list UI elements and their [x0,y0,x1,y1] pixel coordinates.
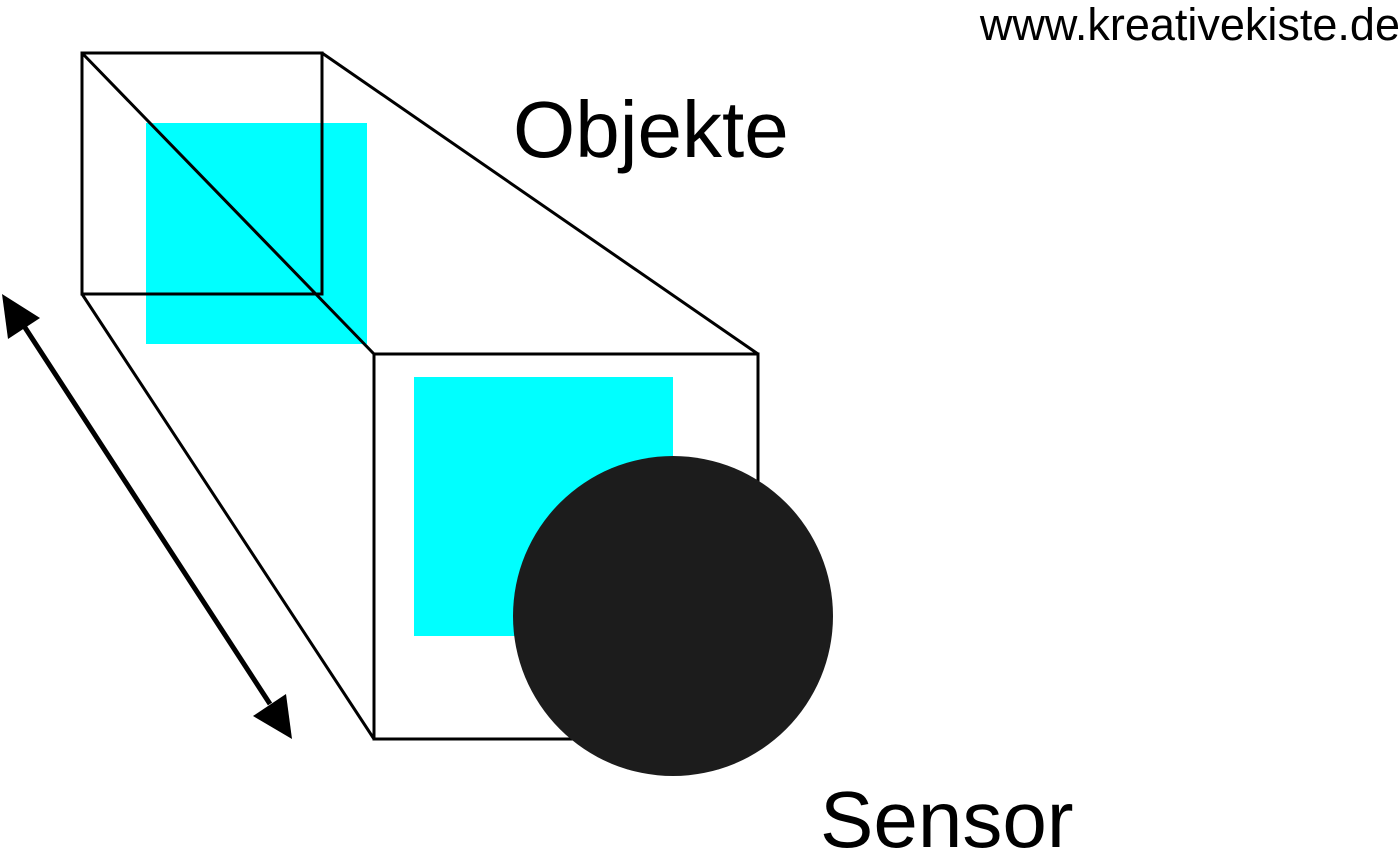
double-headed-arrow-icon [2,294,292,739]
distance-arrowhead-top [2,294,40,339]
distance-arrow-shaft [21,324,273,706]
volume-edge-bottom [80,293,376,740]
website-watermark: www.kreativekiste.de [979,0,1400,50]
distance-arrowhead-bottom [253,694,292,739]
volume-edge-top [321,51,759,356]
sensor-disc [513,456,833,776]
sensor-label: Sensor [820,775,1074,864]
far-detection-frame [80,51,324,296]
objects-label: Objekte [513,85,789,174]
volume-edge-diagonal [80,51,376,356]
